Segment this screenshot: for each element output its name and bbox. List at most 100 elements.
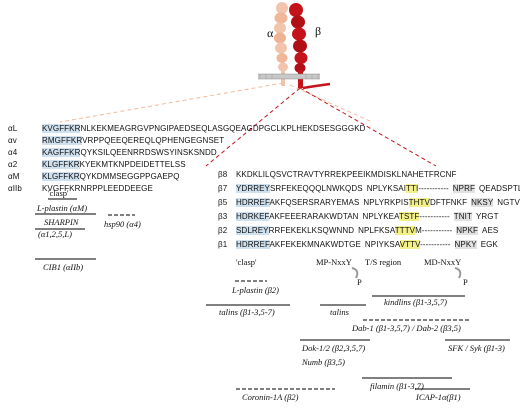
alpha-row: α4 KAGFFKRQYKSILQEENRRDSWSYINSKSNDD [8,148,217,157]
sfk-syk-label: SFK / Syk (β1-3) [448,343,505,353]
beta-row-ts-region: THTV [408,198,430,207]
beta-row-name: β2 [218,226,228,235]
alpha-row-name: α2 [8,160,18,169]
dab-label: Dab-1 (β1-3,5,7) / Dab-2 (β3,5) [352,323,461,333]
alpha-row: αv RMGFFKRVRPPQEEQEREQLQPHENGEGNSET [8,136,224,145]
beta-row-sequence-3: ----------- [419,212,450,221]
beta-row-mp-motif: NPLY [363,198,385,207]
kindlins-label: kindlins (β1-3,5,7) [384,297,448,307]
coronin-label: Coronin-1A (β2) [242,392,299,402]
md-nxxy-label: MD-NxxY [424,257,462,267]
alpha-row: αM KLGFFKRQYKDMMSEGGPPGAEPQ [8,172,180,181]
alpha-subunit-label: α [267,26,274,40]
alpha-row-sequence: QYKSILQEENRRDSWSYINSKSNDD [80,148,217,157]
alpha-row-sequence: VRPPQEEQEREQLQPHENGEGNSET [82,136,225,145]
beta-row-mp-motif: NPLY [362,212,384,221]
sharpin-label: SHARPIN [44,217,79,227]
dok-label: Dok-1/2 (β2,3,5,7) [302,343,366,353]
filamin-label: filamin (β1-3,7) [370,381,424,391]
beta-row-sequence: KKDKLILQSVCTRAVTYRREKPEEIKMDISKLNAHETFRC… [236,170,457,179]
beta-row-clasp: YDRREY [236,184,270,193]
beta-row-clasp: HDRREF [236,198,270,207]
beta-row-name: β3 [218,212,228,221]
beta-row-mp-motif: NPIY [364,240,384,249]
alpha-row: αL KVGFFKRNLKEKMEAGRGVPNGIPAEDSEQLASGQEAG… [8,124,366,133]
icap-label: ICAP-1α(β1) [416,392,461,402]
talins-a-label: talins (β1-3,5-7) [219,307,275,317]
beta-row-md-motif: NPKF [456,226,479,235]
alpha-clasp-label: 'clasp' [48,188,69,198]
cib1-label: CIB1 (αIIb) [43,262,84,272]
beta-row-ts-region: TTTV [394,226,416,235]
beta-row-sequence: AKFQSERSRARYEMAS [269,198,360,207]
beta-row-sequence-2: KEA [383,212,399,221]
ts-region-label: T/S region [365,257,402,267]
alpha-row-sequence: KYEKMTKNPDEIDETTELSS [79,160,186,169]
beta-clasp-label: 'clasp' [236,257,257,267]
alpha-row-sequence: QYKDMMSEGGPPGAEPQ [79,172,180,181]
beta-guide-line-right [299,87,437,167]
alpha-row-sequence: KVGFFKRNRPPLEEDDEEGE [42,184,153,193]
alpha-row: α2 KLGFFKRKYEKMTKNPDEIDETTELSS [8,160,186,169]
beta-row-sequence-2: RKPIS [384,198,409,207]
beta-row-name: β7 [218,184,228,193]
beta-row-tail: QEADSPTL [478,184,520,193]
beta-row-md-motif: NPRF [452,184,475,193]
alpha-row-sequence: NLKEKMEAGRGVPNGIPAEDSEQLASGQEAGDPGCLKPLH… [80,124,366,133]
talins-b-label: talins [330,307,349,317]
beta-row-sequence-3: M----------- [415,226,453,235]
alpha-row-membrane-proximal: KLGFFKR [42,160,80,169]
beta-subunit-label: β [315,24,322,38]
beta-row-sequence-3: ----------- [420,240,451,249]
cell-membrane [258,73,320,80]
lplastin-beta-label: L-plastin (β2) [232,285,279,295]
beta-row-sequence: AKFEKEKMNAKWDTGE [269,240,361,249]
numb-label: Numb (β3,5) [302,357,345,367]
beta-row-sequence-3: DFTFNKF [429,198,468,207]
beta-row-name: β5 [218,198,228,207]
lplastin-alpha-label: L-plastin (αM) [37,203,88,213]
beta-row-md-motif: NKSY [471,198,494,207]
alpha-row-name: αv [8,136,17,145]
beta-row-name: β1 [218,240,228,249]
beta-row-ts-region: TSTF [398,212,420,221]
beta-row-mp-motif: NPLF [358,226,379,235]
beta-row-sequence-3: ----------- [418,184,449,193]
beta-row-tail: EGK [480,240,498,249]
beta-row-ts-region: VTTV [399,240,421,249]
beta-row-clasp: HDRKEF [236,212,270,221]
phospho-hook-mp [351,267,359,279]
alpha-row-name: α4 [8,148,18,157]
alpha-row-membrane-proximal: KVGFFKR [42,124,81,133]
alpha-row-name: αM [8,172,20,181]
phospho-label-mp: P [357,277,362,287]
alpha-row-membrane-proximal: KAGFFKR [42,148,81,157]
beta-row-tail: NGTVD [497,198,520,207]
beta-row-ts-region: TTI [406,184,419,193]
beta-row-tail: YRGT [475,212,499,221]
beta-row-clasp: HDRREF [236,240,270,249]
beta-guide-line-left [205,87,301,167]
beta-row-sequence-2: KSA [383,240,400,249]
alpha-row-membrane-proximal: RMGFFKR [42,136,83,145]
alpha-guide-line-right [289,84,373,123]
beta-row: β8 KKDKLILQSVCTRAVTYRREKPEEIKMDISKLNAHETF… [218,170,457,179]
beta-row-sequence: RRFEKEKLKSQWNND [268,226,355,235]
alpha-row-membrane-proximal: KLGFFKR [42,172,80,181]
beta-row-md-motif: TNIT [453,212,472,221]
beta-row-md-motif: NPKY [454,240,477,249]
beta-row-mp-motif: NPLY [366,184,388,193]
beta-row-sequence-2: KSA [379,226,395,235]
beta-row-sequence-2: KSAI [387,184,407,193]
beta-row-sequence: SRFEKEQQQLNWKQDS [269,184,363,193]
alpha-guide-line-left [59,82,284,123]
hsp90-label: hsp90 (α4) [104,219,141,229]
beta-row-name: β8 [218,170,228,179]
alpha-row-name: αL [8,124,18,133]
beta-row-clasp: SDLREY [236,226,269,235]
